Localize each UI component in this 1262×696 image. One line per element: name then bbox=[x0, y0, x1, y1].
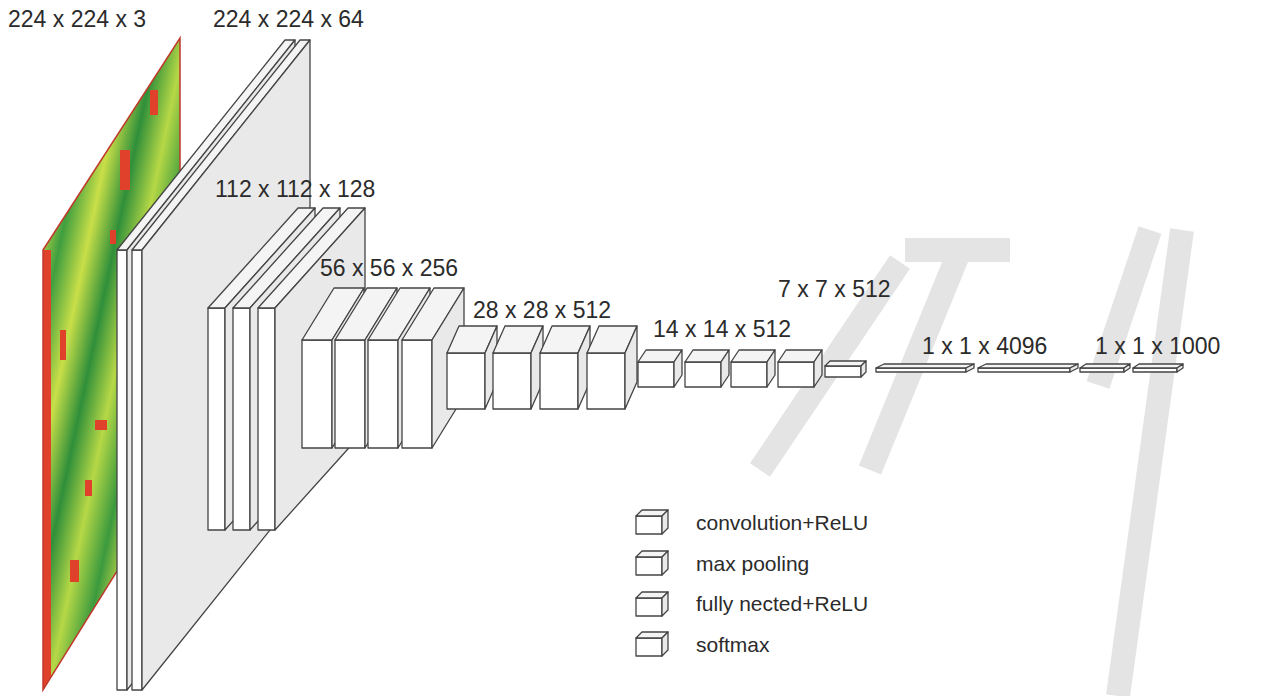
block-face bbox=[1124, 364, 1130, 372]
block-face bbox=[662, 592, 668, 616]
block-face bbox=[208, 308, 225, 530]
block-face bbox=[731, 362, 767, 387]
block-face bbox=[876, 364, 974, 368]
block-face bbox=[1080, 364, 1130, 368]
legend-samples bbox=[636, 510, 668, 656]
dimension-label: 7 x 7 x 512 bbox=[778, 278, 891, 301]
block-face bbox=[636, 516, 662, 534]
dimension-label: 224 x 224 x 64 bbox=[213, 8, 364, 31]
layer-blocks bbox=[117, 40, 1183, 690]
block-face bbox=[302, 340, 332, 448]
dimension-label: 14 x 14 x 512 bbox=[653, 318, 791, 341]
legend-text: fully nected+ReLU bbox=[696, 593, 868, 614]
block-face bbox=[636, 598, 662, 616]
block-face bbox=[638, 362, 674, 387]
block-face bbox=[1070, 364, 1078, 372]
block-face bbox=[447, 353, 485, 409]
block-face bbox=[402, 340, 432, 448]
dimension-label: 112 x 112 x 128 bbox=[215, 178, 375, 201]
block-face bbox=[721, 350, 729, 387]
block-face bbox=[540, 353, 578, 409]
block-face bbox=[493, 353, 531, 409]
block-face bbox=[825, 361, 866, 366]
block-face bbox=[662, 510, 668, 534]
block-face bbox=[685, 362, 721, 387]
block-face bbox=[335, 340, 365, 448]
block-face bbox=[636, 638, 662, 656]
legend-text: convolution+ReLU bbox=[696, 512, 868, 533]
dimension-label: 28 x 28 x 512 bbox=[473, 299, 611, 322]
watermark bbox=[760, 230, 1182, 696]
legend-text: max pooling bbox=[696, 553, 809, 574]
block-face bbox=[368, 340, 398, 448]
block-face bbox=[662, 551, 668, 575]
block-face bbox=[587, 353, 625, 409]
block-face bbox=[636, 557, 662, 575]
block-face bbox=[966, 364, 974, 372]
block-face bbox=[233, 308, 250, 530]
block-face bbox=[258, 308, 275, 530]
dimension-label: 56 x 56 x 256 bbox=[320, 257, 458, 280]
block-face bbox=[861, 361, 866, 377]
block-face bbox=[767, 350, 775, 387]
block-face bbox=[117, 250, 127, 690]
block-face bbox=[978, 364, 1078, 368]
block-face bbox=[625, 326, 637, 409]
block-face bbox=[825, 366, 861, 377]
block-face bbox=[778, 362, 814, 387]
block-face bbox=[674, 350, 682, 387]
legend-text: softmax bbox=[696, 634, 770, 655]
block-face bbox=[1177, 364, 1183, 372]
block-face bbox=[1133, 364, 1183, 368]
dimension-label: 1 x 1 x 1000 bbox=[1095, 335, 1220, 358]
dimension-label: 224 x 224 x 3 bbox=[8, 8, 146, 31]
block-face bbox=[662, 632, 668, 656]
dimension-label: 1 x 1 x 4096 bbox=[922, 335, 1047, 358]
block-face bbox=[814, 350, 822, 387]
block-face bbox=[132, 250, 142, 690]
